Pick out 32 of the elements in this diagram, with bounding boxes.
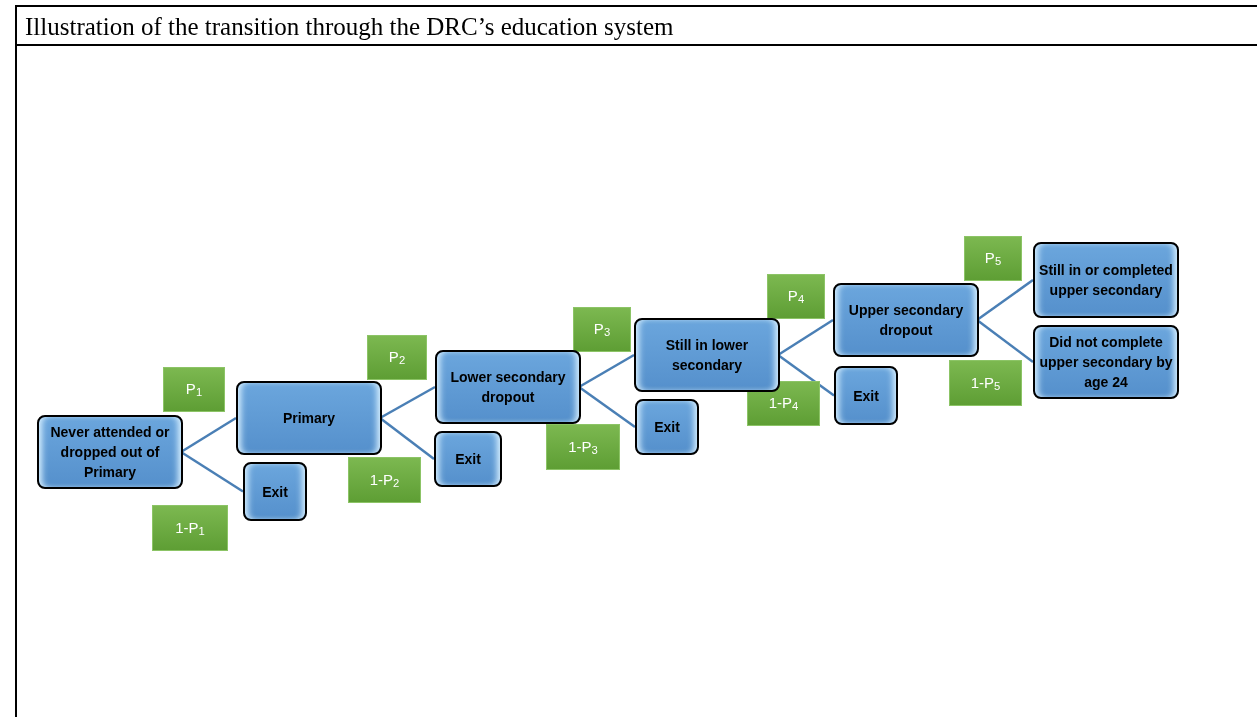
stage-label: Lower secondary dropout — [449, 368, 567, 407]
stage-box — [833, 283, 979, 357]
stage-box — [635, 399, 699, 455]
stage-box — [1033, 242, 1179, 318]
stage-label: Primary — [282, 409, 336, 428]
stage-label: Still in lower secondary — [664, 336, 750, 375]
title: Illustration of the transition through the DRC’s education system — [25, 12, 674, 42]
stage-label: Exit — [654, 418, 680, 437]
edge-label: P$_{5}$ — [964, 236, 1022, 281]
stage-box — [236, 381, 382, 455]
edge-label: P$_{3}$ — [573, 307, 631, 352]
stage-box — [37, 415, 183, 489]
stage-label: Still in or completed upper secondary — [1039, 261, 1173, 300]
stage-box — [834, 366, 898, 425]
stage-box — [634, 318, 780, 392]
edge-label: 1-P$_{1}$ — [152, 505, 228, 551]
stage-label: Exit — [853, 386, 879, 406]
stage-box — [1033, 325, 1179, 399]
stage-label: Exit — [262, 482, 288, 502]
edge-label: 1-P$_{5}$ — [949, 360, 1022, 406]
edge-label: 1-P$_{3}$ — [546, 424, 620, 470]
edge-label: 1-P$_{2}$ — [348, 457, 421, 503]
edge-label: P$_{4}$ — [767, 274, 825, 319]
stage-box — [434, 431, 502, 487]
stage-label: Never attended or dropped out of Primary — [49, 423, 171, 482]
stage-label: Upper secondary dropout — [847, 301, 965, 340]
stage-label: Exit — [455, 450, 481, 469]
stage-label: Did not complete upper secondary by age 24 — [1039, 333, 1173, 392]
edge-label: P$_{2}$ — [367, 335, 427, 380]
stage-box — [435, 350, 581, 424]
stage-box — [243, 462, 307, 521]
edge-label: P$_{1}$ — [163, 367, 225, 412]
